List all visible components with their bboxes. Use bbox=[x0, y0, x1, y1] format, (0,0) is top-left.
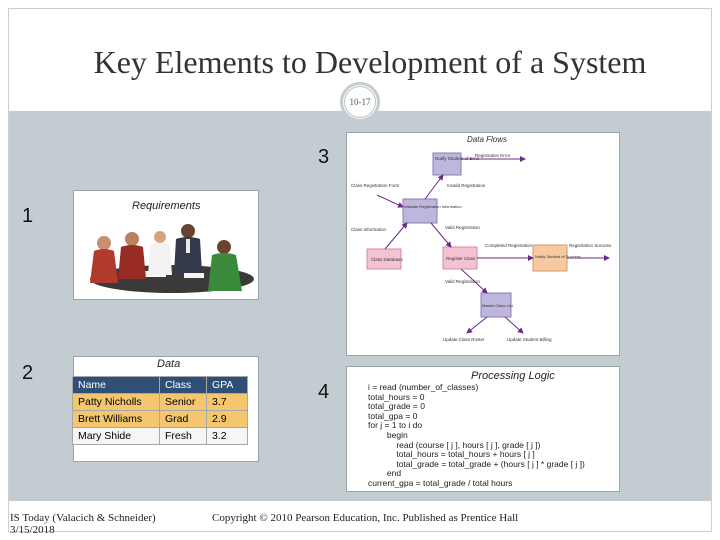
cell-name: Mary Shide bbox=[72, 427, 160, 445]
meeting-illustration bbox=[90, 224, 254, 293]
code-line: total_grade = total_grade + (hours [ j ]… bbox=[368, 458, 585, 469]
requirements-label: Requirements bbox=[132, 200, 201, 212]
footer-date: 3/15/2018 bbox=[10, 524, 55, 536]
flow-registration-success: Registration Success bbox=[569, 243, 612, 248]
node-notify-success: Notify Student of Success bbox=[535, 254, 581, 259]
flow-completed-registration: Completed Registration bbox=[485, 243, 533, 248]
header-class: Class bbox=[159, 376, 207, 394]
table-row: Brett Williams Grad 2.9 bbox=[72, 410, 248, 428]
code-line: current_gpa = total_grade / total hours bbox=[368, 477, 513, 488]
footer-copyright: Copyright © 2010 Pearson Education, Inc.… bbox=[212, 512, 519, 524]
footer-right: Copyright © 2010 Pearson Education, Inc.… bbox=[212, 502, 712, 532]
cell-gpa: 2.9 bbox=[206, 410, 248, 428]
node-validate: Validate Registration Information bbox=[404, 204, 462, 209]
node-register: Register Class bbox=[446, 256, 476, 261]
node-class-database: Class Database bbox=[371, 257, 403, 262]
flow-invalid-registration: Invalid Registration bbox=[447, 183, 486, 188]
footer-source: IS Today (Valacich & Schneider) bbox=[10, 512, 156, 524]
code-line: end bbox=[368, 468, 402, 479]
footer-left: IS Today (Valacich & Schneider) 3/15/201… bbox=[10, 502, 210, 536]
table-row: Patty Nicholls Senior 3.7 bbox=[72, 393, 248, 411]
cell-class: Grad bbox=[159, 410, 207, 428]
page-number-badge: 10-17 bbox=[340, 82, 380, 122]
table-header-row: Name Class GPA bbox=[72, 376, 248, 394]
header-gpa: GPA bbox=[206, 376, 248, 394]
flow-valid-registration-1: Valid Registration bbox=[445, 225, 480, 230]
flow-update-class-roster: Update Class Roster bbox=[443, 337, 485, 342]
code-line: read (course [ j ], hours [ j ], grade [… bbox=[368, 439, 541, 450]
node-notify-failure: Notify Student of Error bbox=[435, 156, 480, 161]
code-line: total_grade = 0 bbox=[368, 401, 425, 412]
cell-class: Senior bbox=[159, 393, 207, 411]
data-label: Data bbox=[157, 358, 181, 370]
slide-title: Key Elements to Development of a System bbox=[93, 44, 647, 80]
flow-update-student-billing: Update Student Billing bbox=[507, 337, 552, 342]
cell-gpa: 3.2 bbox=[206, 427, 248, 445]
code-line: for j = 1 to i do bbox=[368, 420, 423, 431]
logic-code: i = read (number_of_classes)total_hours … bbox=[368, 382, 585, 489]
cell-name: Patty Nicholls bbox=[72, 393, 160, 411]
code-line: i = read (number_of_classes) bbox=[368, 382, 479, 392]
cell-name: Brett Williams bbox=[72, 410, 160, 428]
code-line: total_hours = 0 bbox=[368, 391, 425, 402]
cell-gpa: 3.7 bbox=[206, 393, 248, 411]
student-table: Name Class GPA Patty Nicholls Senior 3.7… bbox=[72, 376, 248, 445]
code-line: total_hours = total_hours + hours [ j ] bbox=[368, 449, 535, 460]
slide-frame bbox=[8, 8, 712, 532]
table-row: Mary Shide Fresh 3.2 bbox=[72, 427, 248, 445]
flow-class-registration-form: Class Registration Form bbox=[351, 183, 400, 188]
cell-class: Fresh bbox=[159, 427, 207, 445]
requirements-panel: Requirements bbox=[73, 190, 259, 300]
code-line: total_gpa = 0 bbox=[368, 410, 418, 421]
number-3: 3 bbox=[318, 146, 330, 168]
flow-valid-registration-2: Valid Registration bbox=[445, 279, 480, 284]
header-name: Name bbox=[72, 376, 160, 394]
page-number: 10-17 bbox=[344, 86, 376, 118]
flow-class-information: Class Information bbox=[351, 227, 387, 232]
logic-label: Processing Logic bbox=[471, 370, 555, 382]
number-1: 1 bbox=[22, 205, 34, 227]
dataflow-label: Data Flows bbox=[467, 135, 507, 144]
node-master-list: Master Class List bbox=[482, 303, 514, 308]
number-2: 2 bbox=[22, 362, 34, 384]
dataflow-diagram: Data Flows Notify Student of Error Valid… bbox=[351, 135, 612, 342]
code-line: begin bbox=[368, 429, 408, 440]
flow-registration-error: Registration Error bbox=[475, 153, 511, 158]
number-4: 4 bbox=[318, 381, 330, 403]
dataflow-panel: Data Flows Notify Student of Error Valid… bbox=[346, 132, 620, 356]
logic-panel: Processing Logic bbox=[346, 366, 620, 492]
